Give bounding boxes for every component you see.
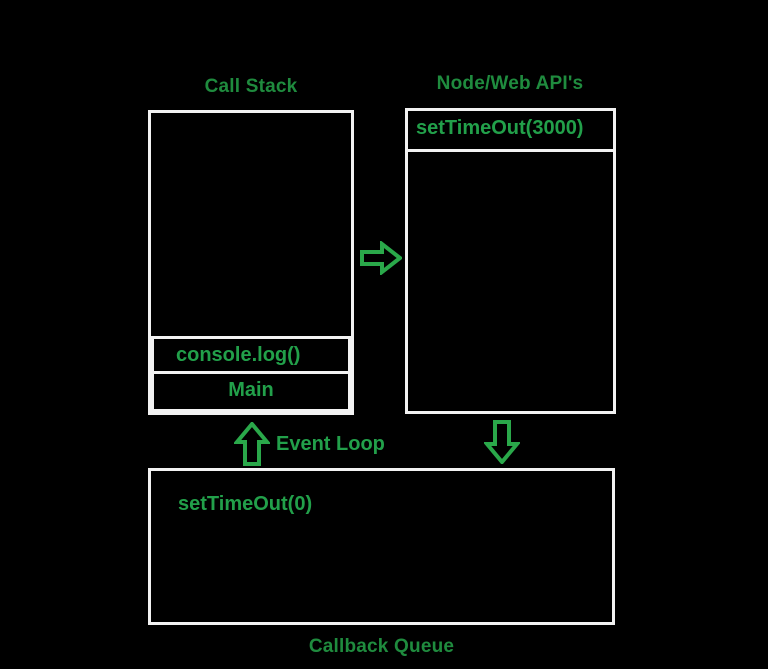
arrow-up-icon [232,420,272,466]
arrow-down-icon [482,420,522,466]
node-web-apis-title: Node/Web API's [436,73,584,94]
call-stack-frame-main: Main [151,374,351,412]
node-web-apis-panel: setTimeOut(3000) [405,108,616,414]
call-stack-panel: console.log() Main [148,110,354,415]
node-web-apis-item-settimeout-3000: setTimeOut(3000) [408,111,613,152]
callback-queue-item-settimeout-0: setTimeOut(0) [178,493,313,515]
callback-queue-panel: setTimeOut(0) [148,468,615,625]
callback-queue-title: Callback Queue [308,636,455,657]
arrow-right-icon [360,239,404,277]
event-loop-label: Event Loop [276,433,385,455]
call-stack-frame-console-log: console.log() [151,336,351,374]
call-stack-title: Call Stack [204,76,298,97]
